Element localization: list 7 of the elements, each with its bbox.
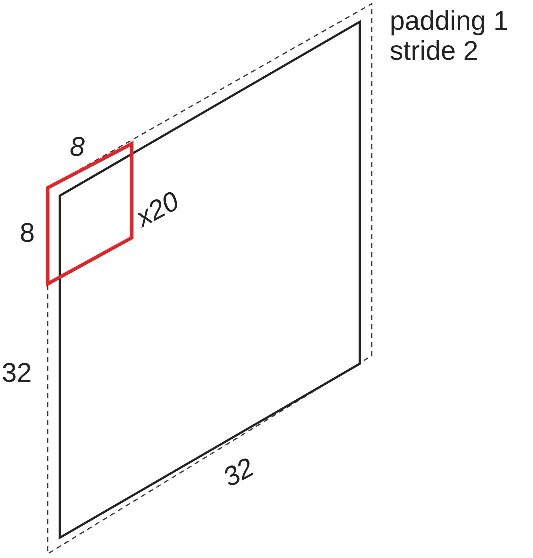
padding-label: padding 1 <box>390 8 509 35</box>
dimension-label: 8 <box>20 220 36 247</box>
stride-label: stride 2 <box>390 38 479 65</box>
dimension-label: 32 <box>219 454 259 492</box>
filter-count-label: x20 <box>132 188 184 232</box>
dimension-label: 8 <box>70 134 86 161</box>
dimension-label: 32 <box>2 360 32 387</box>
